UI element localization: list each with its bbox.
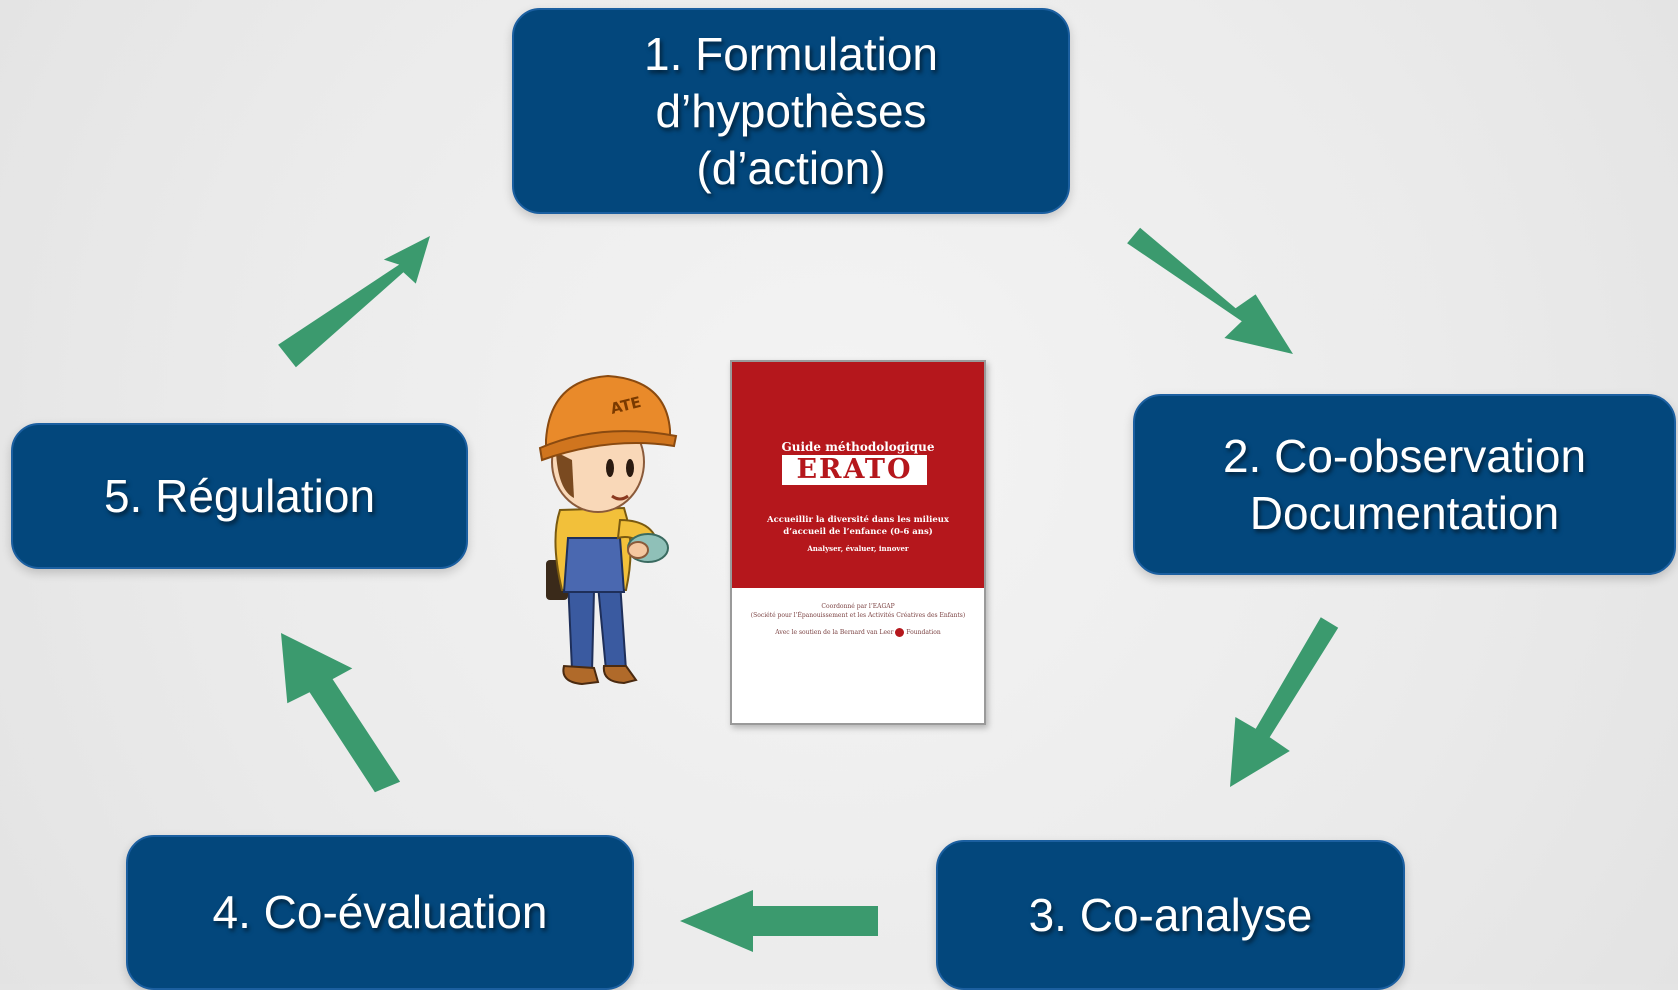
worker-mascot-illustration: ATE	[538, 374, 678, 686]
step-2-line-1: 2. Co-observation	[1222, 429, 1587, 482]
book-tagline: Analyser, évaluer, innover	[807, 544, 909, 553]
step-1-line-3: (d’action)	[696, 141, 886, 194]
step-2-line-2: Documentation	[1249, 486, 1560, 539]
book-foundation-text: Foundation	[906, 629, 941, 636]
book-support-line: Avec le soutien de la Bernard van Leer F…	[732, 628, 984, 637]
step-4-co-evaluation: 4. Co-évaluation	[126, 835, 634, 990]
arrow-right-up-icon	[278, 236, 430, 368]
book-cover-credits: Coordonné par l’EAGAP (Société pour l’Ép…	[732, 602, 984, 637]
step-1-line-1: 1. Formulation	[643, 27, 938, 80]
arrow-right-down-icon	[1127, 227, 1293, 354]
step-3-co-analyse: 3. Co-analyse	[936, 840, 1405, 990]
book-subtitle-line-2: d’accueil de l’enfance (0-6 ans)	[783, 527, 933, 537]
step-5-line-1: 5. Régulation	[103, 469, 376, 522]
step-3-line-1: 3. Co-analyse	[1028, 888, 1313, 941]
book-subtitle-line-1: Accueillir la diversité dans les milieux	[767, 515, 949, 525]
arrow-left-down-icon	[1230, 617, 1339, 787]
arrow-left-up-icon	[281, 633, 401, 793]
step-4-line-1: 4. Co-évaluation	[212, 886, 548, 938]
book-guide-label: Guide méthodologique	[781, 440, 935, 454]
erato-guide-cover: Guide méthodologique ERATO Accueillir la…	[730, 360, 986, 725]
book-coordination-line-1: Coordonné par l’EAGAP	[821, 603, 895, 610]
step-1-formulation: 1. Formulation d’hypothèses (d’action)	[512, 8, 1070, 214]
book-coordination-line-2: (Société pour l’Épanouissement et les Ac…	[750, 612, 966, 619]
arrow-left-icon	[680, 890, 878, 952]
step-1-line-2: d’hypothèses	[655, 84, 927, 137]
foundation-logo-icon	[895, 628, 905, 637]
book-cover-red-panel: Guide méthodologique ERATO Accueillir la…	[732, 362, 984, 588]
step-5-regulation: 5. Régulation	[11, 423, 468, 569]
book-subtitle: Accueillir la diversité dans les milieux…	[738, 514, 978, 538]
step-2-co-observation: 2. Co-observation Documentation	[1133, 394, 1676, 575]
book-title: ERATO	[782, 455, 927, 485]
book-support-text: Avec le soutien de la Bernard van Leer	[775, 629, 894, 636]
